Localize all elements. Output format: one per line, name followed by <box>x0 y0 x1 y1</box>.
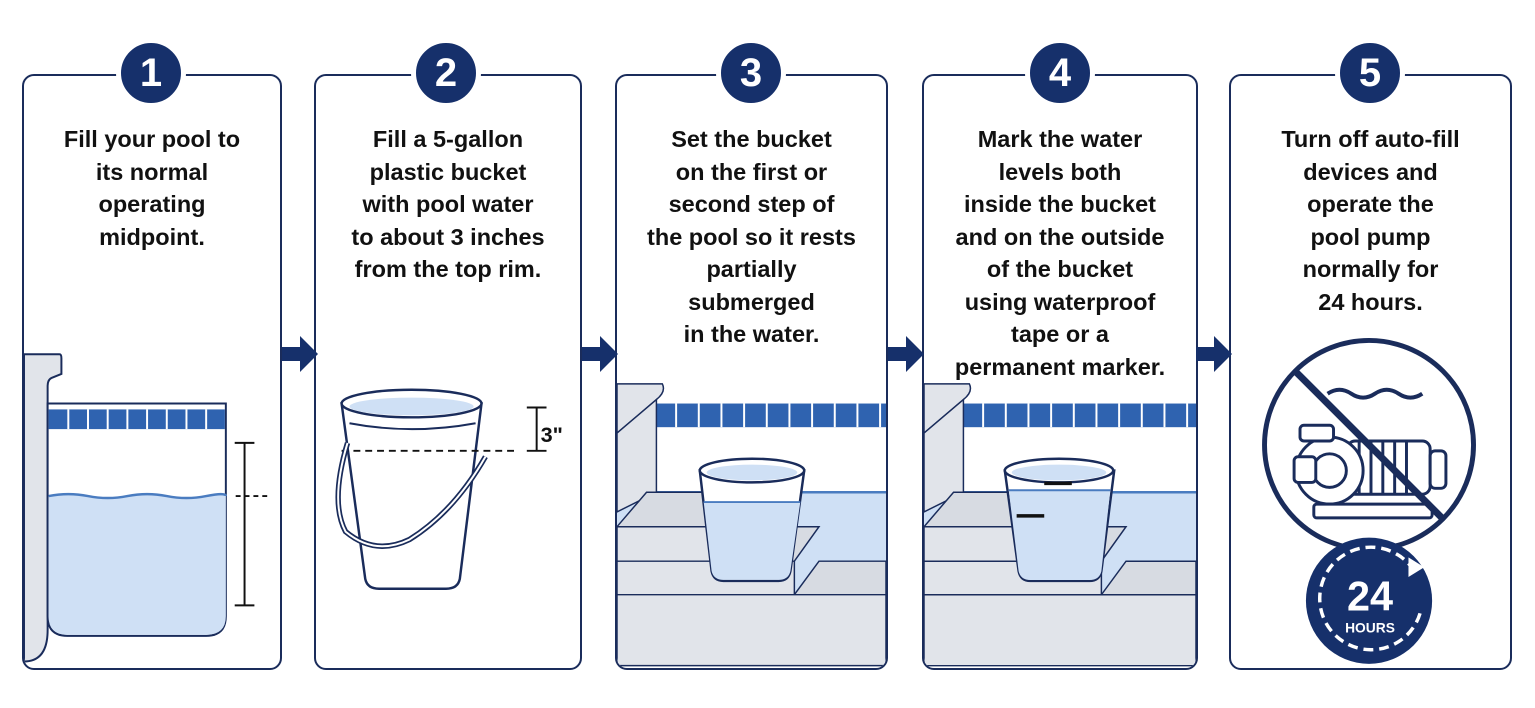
bucket-on-step-illustration <box>617 383 886 667</box>
arrow-right-icon <box>888 336 924 372</box>
step-4-card: Mark the water levels both inside the bu… <box>922 74 1198 670</box>
measurement-label: 3" <box>541 422 563 447</box>
timer-number: 24 <box>1347 574 1393 620</box>
pump-timer-illustration: 24 HOURS <box>1262 337 1476 664</box>
step-1-card: Fill your pool to its normal operating m… <box>22 74 282 670</box>
arrow-right-icon <box>1196 336 1232 372</box>
water-level-marker <box>234 441 269 607</box>
step-5-text: Turn off auto-fill devices and operate t… <box>1281 126 1460 315</box>
step-2-text: Fill a 5-gallon plastic bucket with pool… <box>351 126 545 282</box>
step-3-text: Set the bucket on the first or second st… <box>647 126 856 347</box>
marked-bucket-illustration <box>924 383 1196 667</box>
timer-label: HOURS <box>1345 620 1395 635</box>
arrow-right-icon <box>582 336 618 372</box>
step-4-badge: 4 <box>1025 38 1095 108</box>
step-5-card: 24 HOURS Turn off auto-fill devices and … <box>1229 74 1512 670</box>
step-1-text: Fill your pool to its normal operating m… <box>63 126 241 250</box>
step-5-badge: 5 <box>1335 38 1405 108</box>
step-1-badge: 1 <box>116 38 186 108</box>
step-2-card: 3" Fill a 5-gallon plastic bucket with p… <box>314 74 582 670</box>
step-2-badge: 2 <box>411 38 481 108</box>
arrow-right-icon <box>282 336 318 372</box>
step-4-text: Mark the water levels both inside the bu… <box>954 126 1166 380</box>
pool-cross-section-illustration <box>24 353 269 663</box>
step-3-card: Set the bucket on the first or second st… <box>615 74 888 670</box>
timer-24-icon <box>1305 537 1433 664</box>
bucket-illustration: 3" <box>335 388 563 590</box>
step-3-badge: 3 <box>716 38 786 108</box>
